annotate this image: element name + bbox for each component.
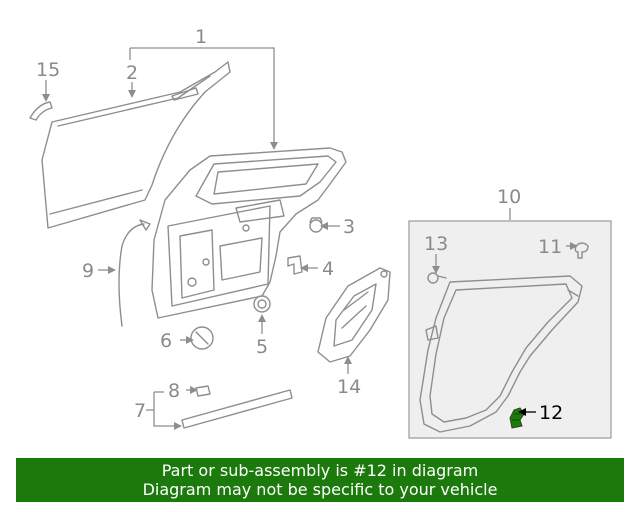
part-15-clip (29, 101, 53, 121)
callout-11: 11 (538, 236, 562, 258)
callout-4: 4 (322, 258, 334, 280)
callout-9: 9 (82, 260, 94, 282)
callout-2: 2 (126, 62, 138, 84)
callout-13: 13 (424, 233, 448, 255)
callout-15: 15 (36, 59, 60, 81)
part-3-bolt (309, 217, 323, 233)
callout-12: 12 (539, 402, 563, 424)
callout-7: 7 (134, 400, 146, 422)
info-banner: Part or sub-assembly is #12 in diagram D… (16, 458, 624, 502)
part-1-door-shell (151, 147, 347, 319)
part-8-clip (195, 385, 211, 397)
callout-8: 8 (168, 380, 180, 402)
part-11-clip (574, 242, 589, 259)
callout-5: 5 (256, 336, 268, 358)
part-7-moulding (181, 389, 293, 429)
callout-1: 1 (195, 26, 207, 48)
parts-diagram: 1 2 3 4 5 6 7 8 9 10 11 12 13 14 15 (29, 26, 612, 439)
part-14-module (317, 267, 391, 363)
part-4-bracket (287, 255, 303, 275)
callout-14: 14 (337, 376, 361, 398)
banner-line-1: Part or sub-assembly is #12 in diagram (161, 461, 479, 480)
part-5-plug (253, 295, 271, 313)
callout-10: 10 (497, 186, 521, 208)
callout-6: 6 (160, 330, 172, 352)
callout-3: 3 (343, 216, 355, 238)
leader-lines (42, 47, 578, 430)
part-6-hole-plug (190, 326, 214, 350)
part-13-screw (427, 272, 447, 284)
part-2-outer-panel (41, 61, 231, 229)
banner-line-2: Diagram may not be specific to your vehi… (142, 480, 498, 499)
part-9-cable (118, 219, 151, 327)
